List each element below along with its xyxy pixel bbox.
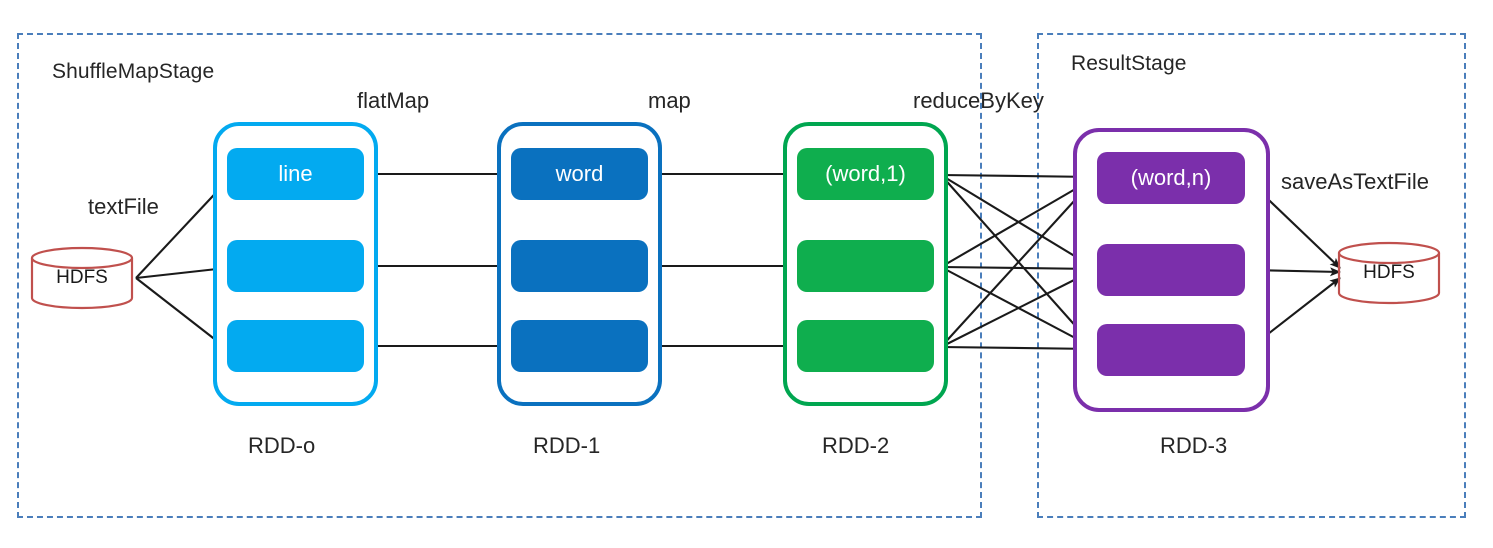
stage-label-shuffle-map-stage: ShuffleMapStage [52,60,215,83]
partition-label: (word,n) [1130,165,1212,190]
stage-box-result-stage [1037,33,1466,518]
partition-rdd-2-2 [797,320,934,372]
op-label-flat-map: flatMap [357,88,430,113]
op-label-text-file: textFile [88,194,159,219]
hdfs-source-cylinder [30,246,134,310]
rdd-label-rdd-1: RDD-1 [533,433,601,458]
stage-box-shuffle-map-stage [17,33,982,518]
partition-rdd-0-0: line [227,148,364,200]
partition-rdd-0-1 [227,240,364,292]
hdfs-sink-cylinder [1337,241,1441,305]
partition-rdd-3-1 [1097,244,1245,296]
rdd-label-rdd-2: RDD-2 [822,433,890,458]
hdfs-sink-label: HDFS [1363,262,1415,283]
partition-rdd-0-2 [227,320,364,372]
partition-rdd-1-2 [511,320,648,372]
stage-label-result-stage: ResultStage [1071,52,1187,75]
partition-label: line [278,161,313,186]
partition-label: word [555,161,604,186]
partition-label: (word,1) [825,161,906,186]
op-label-save-as-text-file: saveAsTextFile [1281,169,1429,194]
op-label-map: map [648,88,691,113]
partition-rdd-2-0: (word,1) [797,148,934,200]
partition-rdd-3-2 [1097,324,1245,376]
partition-rdd-1-1 [511,240,648,292]
rdd-label-rdd-3: RDD-3 [1160,433,1228,458]
partition-rdd-1-0: word [511,148,648,200]
partition-rdd-2-1 [797,240,934,292]
hdfs-source-label: HDFS [56,267,108,288]
rdd-label-rdd-0: RDD-o [248,433,316,458]
partition-rdd-3-0: (word,n) [1097,152,1245,204]
op-label-reduce-by-key: reduceByKey [913,88,1044,113]
